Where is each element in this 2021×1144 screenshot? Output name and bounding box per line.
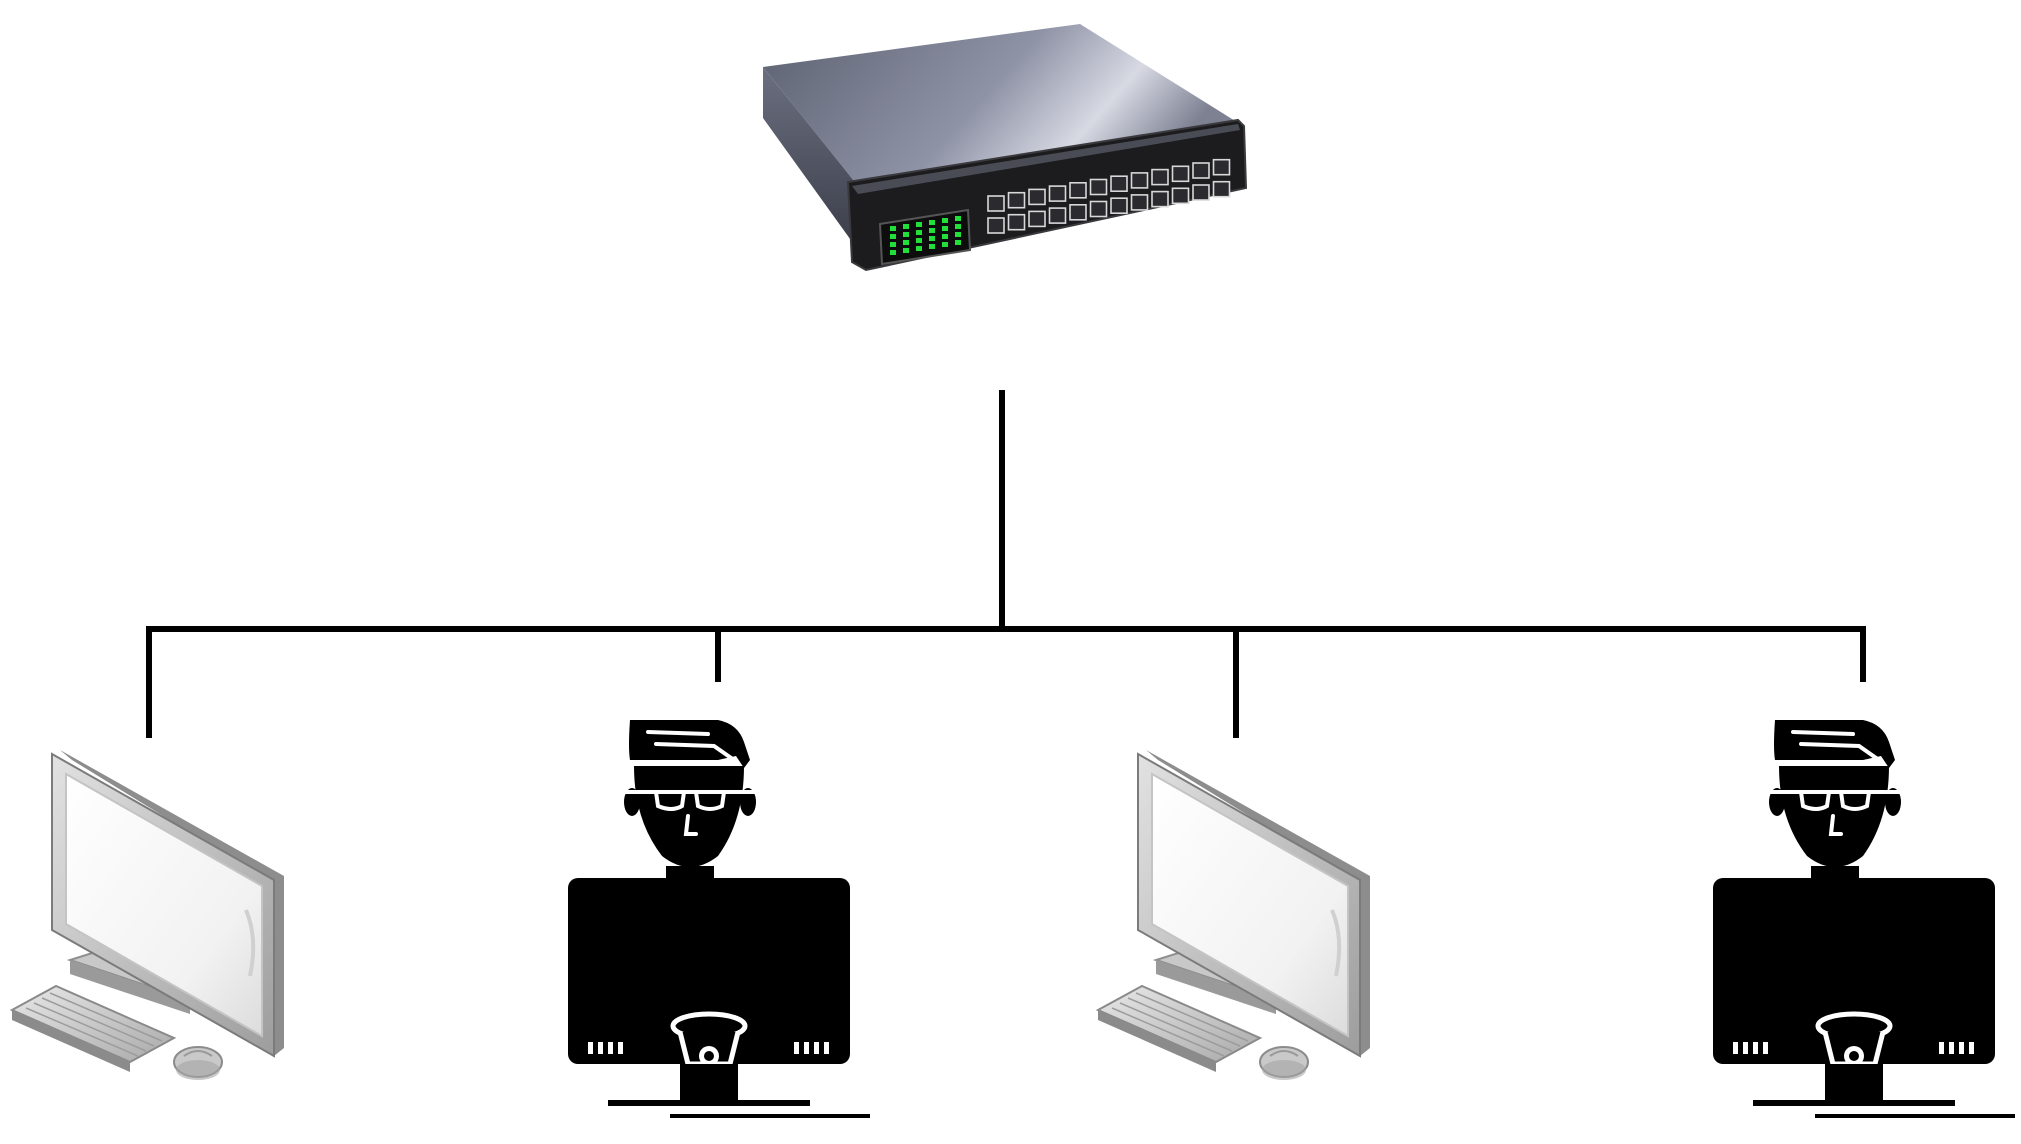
- network-switch-icon: [763, 24, 1248, 272]
- switch-port: [1007, 191, 1026, 209]
- switch-ports: [987, 158, 1231, 234]
- status-led: [929, 244, 935, 249]
- status-led: [903, 240, 909, 245]
- status-led: [890, 226, 896, 231]
- switch-port: [1151, 168, 1169, 186]
- status-led: [942, 234, 948, 239]
- switch-port: [1089, 178, 1108, 196]
- switch-port: [1130, 194, 1149, 211]
- switch-port: [987, 217, 1005, 234]
- switch-port: [1192, 184, 1210, 201]
- switch-port: [1028, 188, 1046, 206]
- switch-port: [1110, 175, 1128, 192]
- desktop-computer-icon: [1096, 748, 1372, 1082]
- user-at-computer-icon: [1713, 720, 2015, 1118]
- status-led: [942, 226, 948, 231]
- status-led: [903, 232, 909, 237]
- status-led: [890, 242, 896, 247]
- switch-port: [1212, 180, 1231, 198]
- status-led: [955, 240, 961, 245]
- status-led: [916, 222, 922, 227]
- status-led: [929, 228, 935, 233]
- switch-port: [1048, 185, 1067, 202]
- switch-port: [1069, 204, 1087, 221]
- switch-port: [987, 195, 1005, 212]
- switch-port: [1048, 207, 1067, 224]
- switch-port: [1028, 210, 1046, 228]
- status-led: [890, 250, 896, 255]
- switch-port: [1171, 165, 1190, 183]
- status-led: [916, 246, 922, 251]
- user-at-computer-icon: [568, 720, 870, 1118]
- status-led: [903, 224, 909, 229]
- status-led: [955, 232, 961, 237]
- desktop-computer-icon: [10, 748, 286, 1082]
- status-led: [929, 236, 935, 241]
- status-led: [942, 218, 948, 223]
- switch-port: [1007, 213, 1026, 231]
- switch-port: [1069, 182, 1087, 199]
- status-led: [916, 238, 922, 243]
- switch-port: [1130, 172, 1149, 189]
- connection-lines: [146, 390, 1866, 738]
- switch-port: [1089, 200, 1108, 218]
- status-led: [942, 242, 948, 247]
- status-led: [955, 224, 961, 229]
- switch-port: [1192, 162, 1210, 179]
- switch-port: [1151, 190, 1169, 208]
- switch-port: [1171, 187, 1190, 205]
- switch-port: [1110, 197, 1128, 214]
- switch-port: [1212, 158, 1231, 176]
- status-led: [955, 216, 961, 221]
- switch-status-leds: [878, 208, 972, 266]
- status-led: [916, 230, 922, 235]
- status-led: [890, 234, 896, 239]
- status-led: [929, 220, 935, 225]
- status-led: [903, 248, 909, 253]
